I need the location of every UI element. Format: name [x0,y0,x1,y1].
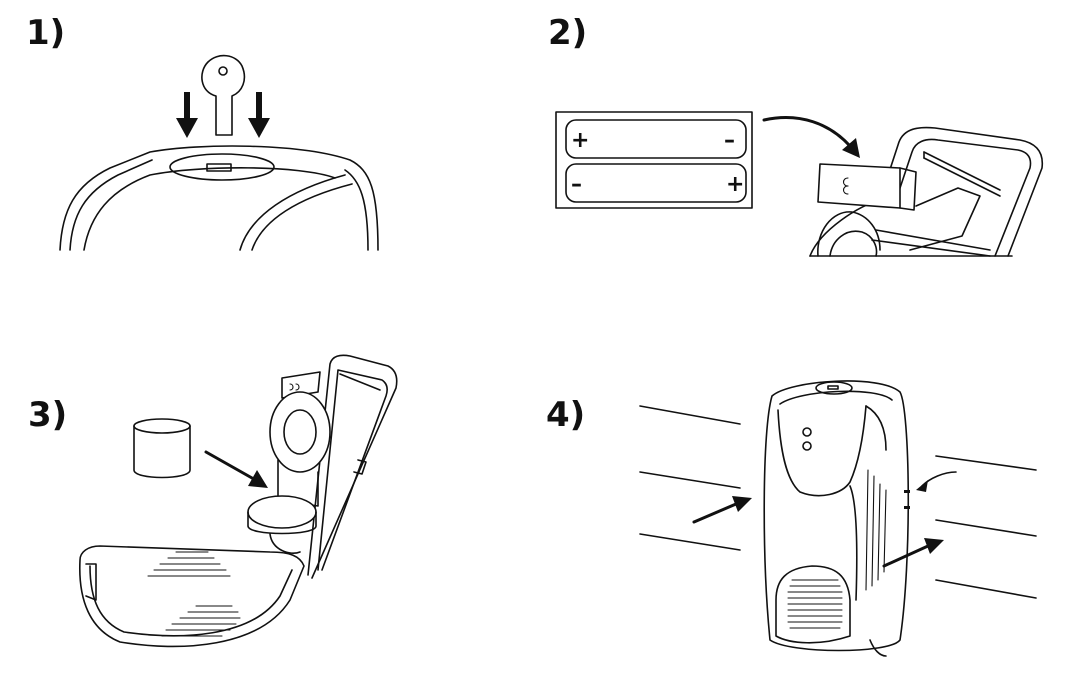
key-icon [201,54,246,136]
front-grille [787,579,843,629]
airflow-lines-right [935,455,1037,599]
refill-cylinder-icon [133,418,191,479]
dispenser-top [59,145,379,251]
step-4-illustration [639,380,1037,657]
lid-vents-top [147,551,231,577]
step-3-illustration [79,354,398,648]
air-in-arrow-icon [692,496,752,524]
battery-top-plus-sign: + [571,128,589,153]
insert-arrow-icon [204,450,268,488]
step-3-label: 3) [28,395,68,435]
battery-pair: + – – + [555,111,753,209]
airflow-lines-left [639,405,741,551]
battery-bottom-plus-sign: + [726,172,744,197]
air-out-arrow-icon [882,538,944,568]
step-1-illustration [59,54,379,251]
step-4-label: 4) [546,395,586,435]
down-arrow-left-icon [176,92,198,138]
step-2-illustration: + – – + [555,111,1044,257]
pointer-arrow-icon [916,471,957,492]
down-arrow-right-icon [248,92,270,138]
dispenser-open-housing [247,354,398,579]
lid-vents-bottom [161,605,241,637]
step-2-label: 2) [548,13,588,53]
dispenser-closed [763,380,910,657]
battery-bottom-minus-sign: – [571,172,582,197]
dispenser-open-lid [79,545,305,648]
battery-top-minus-sign: – [724,128,735,153]
battery-compartment [809,126,1044,257]
step-1-label: 1) [26,13,66,53]
side-vents [865,469,887,591]
curved-arrow-icon [762,116,860,158]
